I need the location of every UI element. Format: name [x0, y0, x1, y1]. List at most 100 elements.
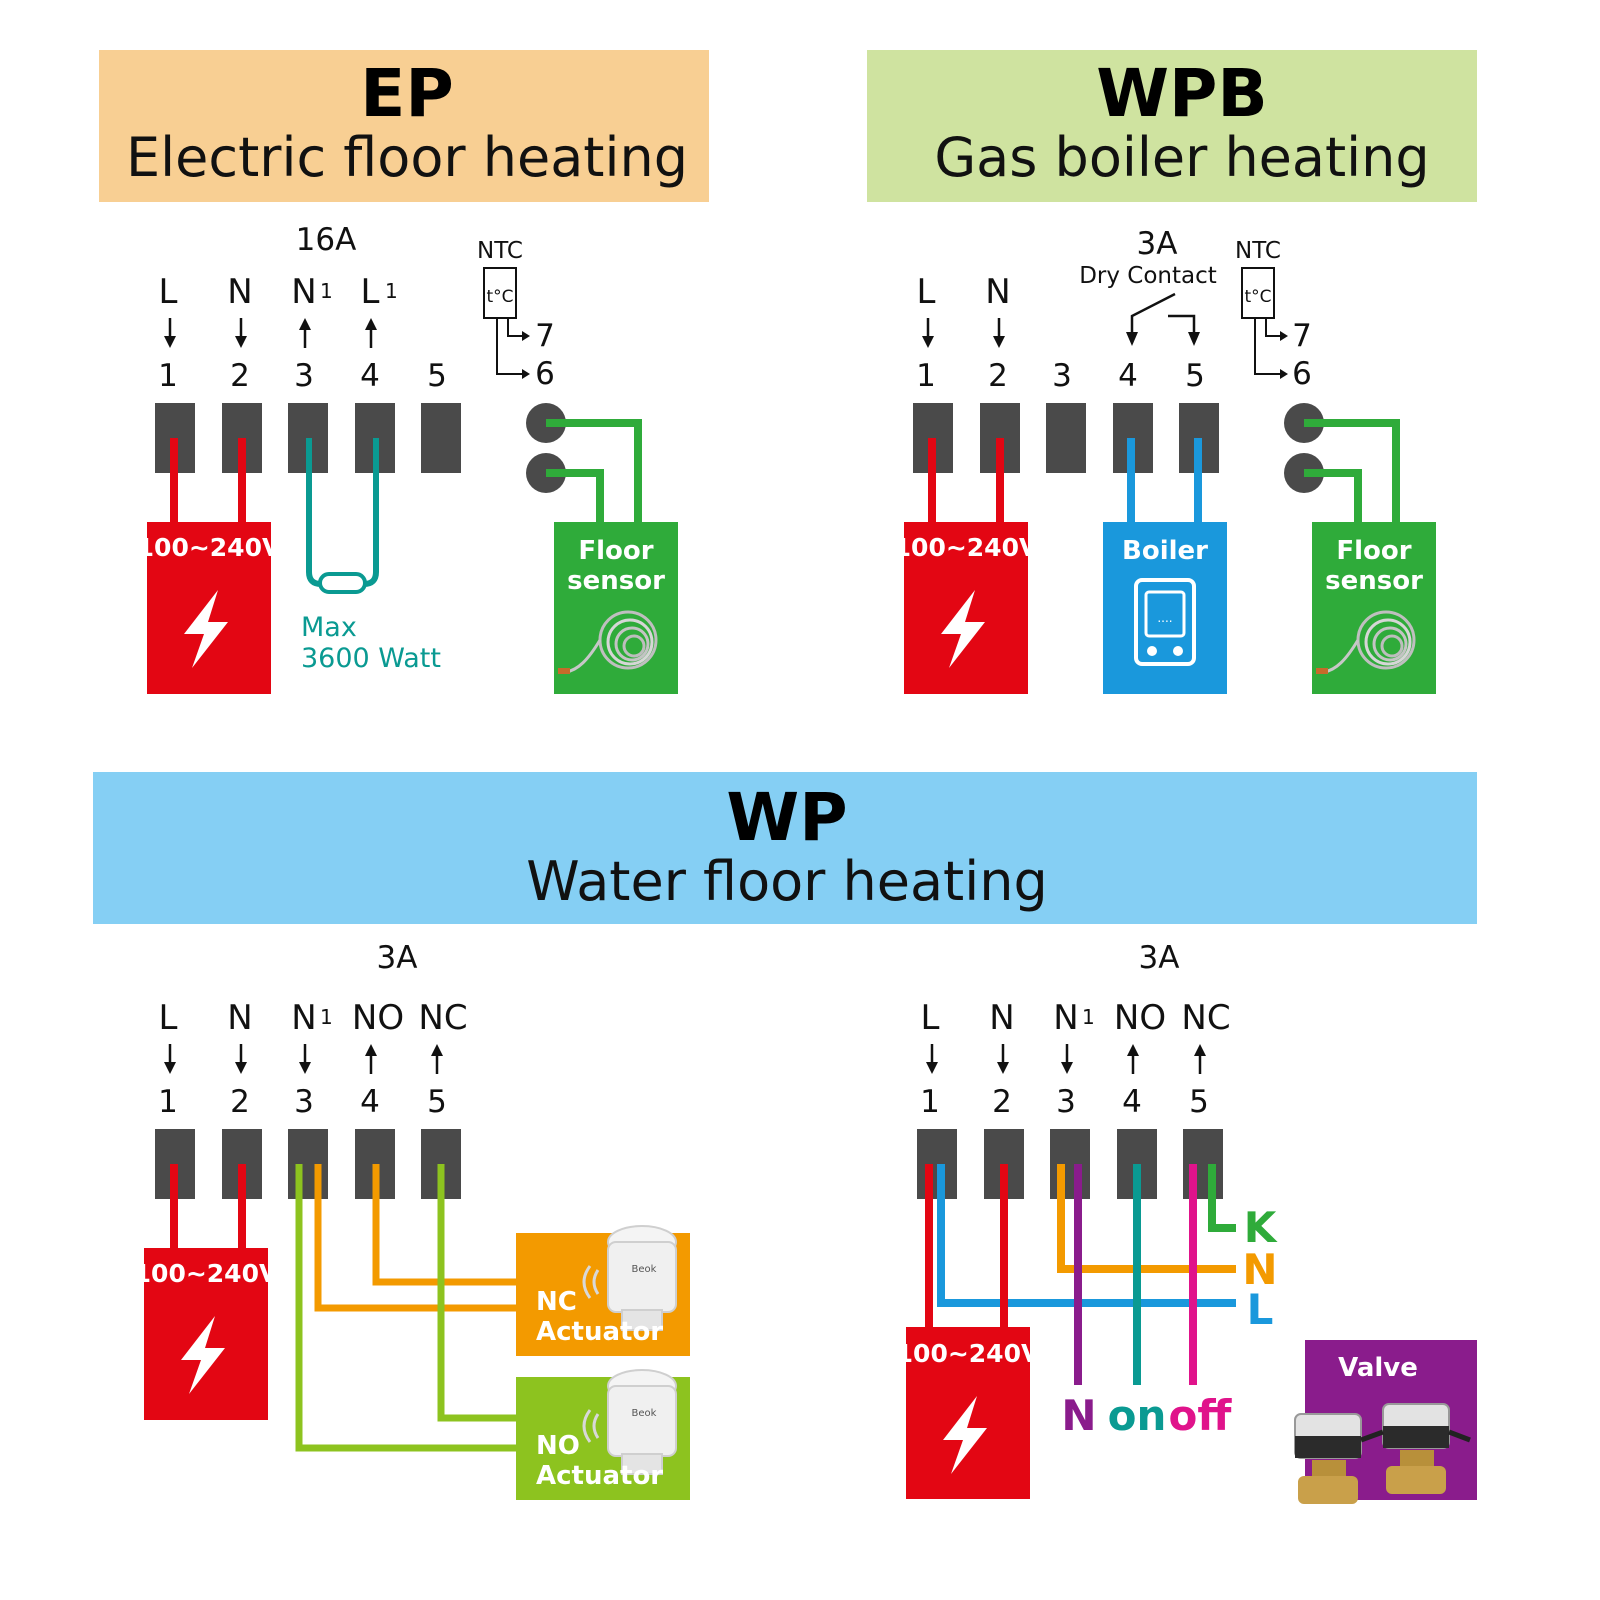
- wpb-terminal-num-4: 4: [1118, 358, 1138, 394]
- ep-sensor-label-2: sensor: [567, 566, 665, 596]
- arrow-down-icon: [1059, 1042, 1075, 1076]
- wpb-power-label: 100~240V: [894, 533, 1039, 562]
- ep-label-N1-sub: 1: [320, 279, 333, 303]
- ep-current: 16A: [296, 222, 357, 258]
- arrow-down-icon: [920, 316, 936, 350]
- ep-label-L1: L: [361, 272, 380, 312]
- wire-letter-L: L: [1247, 1285, 1274, 1334]
- ep-section: EP Electric floor heating 16A L N N 1 L …: [99, 50, 709, 694]
- ep-power-label: 100~240V: [137, 533, 282, 562]
- wpb-ntc-symbol: t°C: [1244, 287, 1271, 307]
- ep-label-L: L: [159, 272, 178, 312]
- arrow-down-icon: [162, 1042, 178, 1076]
- wpb-terminal-num-5: 5: [1185, 358, 1205, 394]
- wp-right-label-N: N: [989, 998, 1014, 1038]
- wp-left-label-NO: NO: [352, 998, 404, 1038]
- ep-terminal-num-1: 1: [158, 358, 178, 394]
- nc-actuator-label-1: NC: [536, 1287, 577, 1317]
- wp-title: Water floor heating: [526, 850, 1047, 913]
- wpb-ntc-label: NTC: [1235, 238, 1281, 264]
- arrow-up-icon: [1125, 1042, 1141, 1076]
- wp-left-current: 3A: [377, 940, 418, 976]
- arrow-down-icon: [233, 316, 249, 350]
- wp-right-num-1: 1: [920, 1084, 940, 1120]
- arrow-up-icon: [297, 316, 313, 350]
- wp-section: WP Water floor heating 3A L N N 1 NO NC …: [93, 772, 1477, 1504]
- wpb-header: [867, 50, 1477, 202]
- wp-model: WP: [726, 779, 847, 856]
- wp-left-label-N: N: [227, 998, 252, 1038]
- wp-right-power-label: 100~240V: [896, 1339, 1041, 1368]
- wire-letter-N: N: [1242, 1245, 1277, 1294]
- valve-wire-N: N: [1061, 1391, 1096, 1440]
- arrow-up-icon: [1192, 1042, 1208, 1076]
- wp-left-num-2: 2: [230, 1084, 250, 1120]
- valve-wire-on: on: [1108, 1391, 1167, 1440]
- wp-right-label-NC: NC: [1181, 998, 1230, 1038]
- wp-right-terminal: [1050, 1129, 1090, 1199]
- ep-label-N1: N: [291, 272, 316, 312]
- arrow-down-icon: [233, 1042, 249, 1076]
- wp-left-label-N1-sub: 1: [320, 1005, 333, 1029]
- wp-right-label-N1-sub: 1: [1082, 1005, 1095, 1029]
- wpb-ntc-sensor-icon: [1241, 267, 1275, 319]
- wpb-ntc-pin-6: 6: [1292, 356, 1312, 392]
- arrow-down-icon: [995, 1042, 1011, 1076]
- wpb-contact-type: Dry Contact: [1079, 263, 1217, 289]
- wp-left-num-1: 1: [158, 1084, 178, 1120]
- ep-ntc-label: NTC: [477, 238, 523, 264]
- wp-right-num-2: 2: [992, 1084, 1012, 1120]
- wpb-model: WPB: [1096, 55, 1267, 132]
- ep-label-L1-sub: 1: [385, 279, 398, 303]
- wp-right-label-NO: NO: [1114, 998, 1166, 1038]
- no-actuator-label-2: Actuator: [536, 1461, 663, 1491]
- wp-left-label-N1: N: [291, 998, 316, 1038]
- ep-terminal: [421, 403, 461, 473]
- heating-element-icon: [318, 572, 367, 594]
- wpb-label-L: L: [917, 272, 936, 312]
- valve-wire-off: off: [1169, 1391, 1233, 1440]
- wp-right-num-5: 5: [1189, 1084, 1209, 1120]
- wpb-boiler-label: Boiler: [1122, 536, 1208, 566]
- arrow-up-icon: [429, 1042, 445, 1076]
- wpb-ntc-pin-7: 7: [1292, 318, 1312, 354]
- ep-load-watt: 3600 Watt: [301, 643, 441, 674]
- wpb-sensor-label-1: Floor: [1336, 536, 1411, 566]
- ep-ntc-pin-7: 7: [535, 318, 555, 354]
- wpb-terminal-num-3: 3: [1052, 358, 1072, 394]
- wpb-terminal: [1046, 403, 1086, 473]
- valve-icon: [1294, 1403, 1471, 1504]
- dry-contact-icon: [1126, 332, 1200, 346]
- wp-right-num-4: 4: [1122, 1084, 1142, 1120]
- wpb-terminal-num-1: 1: [916, 358, 936, 394]
- ep-terminal-num-5: 5: [427, 358, 447, 394]
- arrow-down-icon: [991, 316, 1007, 350]
- ep-title: Electric floor heating: [126, 126, 688, 189]
- ep-load-max: Max: [301, 612, 357, 643]
- ep-sensor-label-1: Floor: [578, 536, 653, 566]
- wp-right-label-N1: N: [1053, 998, 1078, 1038]
- ep-ntc-symbol: t°C: [486, 287, 513, 307]
- valve-label: Valve: [1338, 1353, 1418, 1383]
- nc-actuator-label-2: Actuator: [536, 1317, 663, 1347]
- ep-terminal-num-2: 2: [230, 358, 250, 394]
- no-actuator-label-1: NO: [536, 1431, 580, 1461]
- ep-terminal-num-4: 4: [360, 358, 380, 394]
- wp-right-num-3: 3: [1056, 1084, 1076, 1120]
- svg-text:....: ....: [1157, 611, 1172, 625]
- wp-left-num-5: 5: [427, 1084, 447, 1120]
- wp-header: [93, 772, 1477, 924]
- wpb-label-N: N: [985, 272, 1010, 312]
- wp-right-current: 3A: [1139, 940, 1180, 976]
- arrow-down-icon: [924, 1042, 940, 1076]
- wp-left-num-4: 4: [360, 1084, 380, 1120]
- arrow-down-icon: [297, 1042, 313, 1076]
- wpb-section: WPB Gas boiler heating 3A Dry Contact L …: [867, 50, 1477, 694]
- wpb-terminal-num-2: 2: [988, 358, 1008, 394]
- wpb-current: 3A: [1137, 226, 1178, 262]
- wp-left-label-NC: NC: [418, 998, 467, 1038]
- wp-right-label-L: L: [921, 998, 940, 1038]
- actuator-brand: Beok: [632, 1408, 657, 1419]
- boiler-icon: ....: [1134, 578, 1196, 666]
